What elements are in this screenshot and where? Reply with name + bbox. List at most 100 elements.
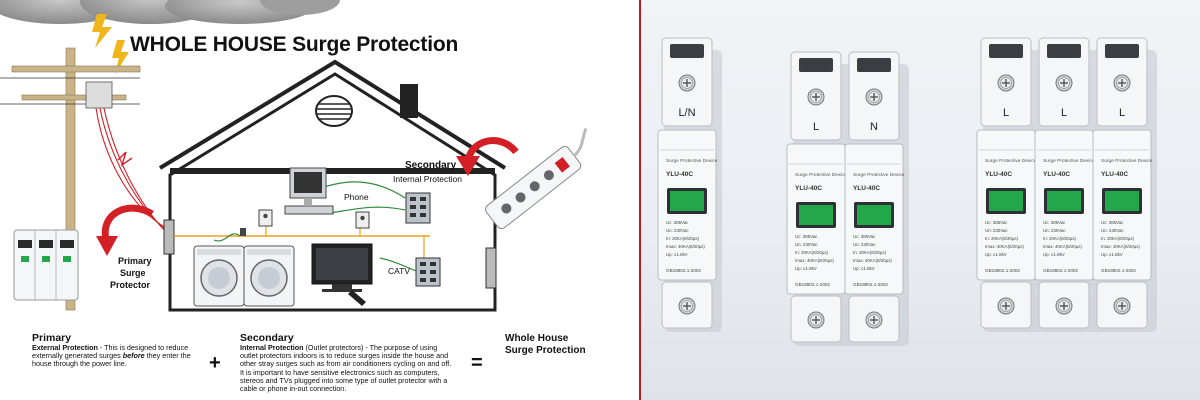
secondary-description: Secondary Internal Protection (Outlet pr… (240, 332, 456, 393)
terminal-label: N (870, 121, 878, 133)
secondary-lead: Internal Protection (240, 343, 304, 352)
spec-line: Imax: 40KA(8/20µs) (853, 258, 892, 263)
spec-line: In: 20KA(8/20µs) (666, 236, 700, 241)
diagram-title: WHOLE HOUSE Surge Protection (130, 33, 459, 56)
catv-label: CATV (388, 266, 411, 276)
screw-icon (678, 74, 696, 92)
whole-house-line1: Whole House (505, 333, 569, 344)
device-model: YLU-40C (853, 185, 880, 192)
surge-diagram-panel: WHOLE HOUSE Surge Protection Secondary I… (0, 0, 588, 393)
spec-line: Up: ≤1.8kV (666, 252, 688, 257)
spec-line: Uc: 385Vac (1101, 220, 1124, 225)
secondary-heading: Secondary (240, 332, 294, 344)
device-model: YLU-40C (795, 185, 822, 192)
spec-line: Up: ≤1.8kV (795, 266, 817, 271)
spec-line: Uc: 385Vac (853, 234, 876, 239)
spec-line: Up: ≤1.8kV (853, 266, 875, 271)
primary-text-1: - This is designed to reduce externally … (32, 343, 189, 361)
terminal-label: L (1119, 107, 1125, 119)
spec-line: Uc: 385Vac (666, 220, 689, 225)
device-model: YLU-40C (666, 171, 693, 178)
spec-line: Un: 230Vac (853, 242, 876, 247)
primary-label: Primary (118, 256, 152, 266)
standard-label: GB18802.1-2002 (666, 268, 701, 273)
status-window (1105, 191, 1139, 211)
terminal-label: L (1061, 107, 1067, 119)
whole-house-line2: Surge Protection (505, 345, 586, 356)
terminal-label: L (1003, 107, 1009, 119)
spec-line: Un: 230Vac (1043, 228, 1066, 233)
house-diagram (0, 0, 588, 312)
spec-line: Uc: 385Vac (795, 234, 818, 239)
terminal-label: L/N (678, 107, 695, 119)
device-model: YLU-40C (1043, 171, 1070, 178)
screw-icon (1113, 74, 1131, 92)
primary-surge-device-icon (13, 229, 79, 301)
whole-house-result: Whole House Surge Protection (505, 333, 586, 357)
status-window (857, 205, 891, 225)
equals-sign: = (471, 352, 483, 374)
secondary-label: Secondary (405, 160, 457, 171)
standard-label: GB18802.1-2002 (795, 282, 830, 287)
screw-icon (1055, 297, 1073, 315)
primary-arrow-icon (96, 204, 154, 256)
status-window (799, 205, 833, 225)
internal-protection-label: Internal Protection (393, 174, 462, 184)
screw-icon (997, 74, 1015, 92)
spec-line: Imax: 40KA(8/20µs) (795, 258, 834, 263)
screw-icon (678, 297, 696, 315)
screw-icon (865, 88, 883, 106)
device-model: YLU-40C (985, 171, 1012, 178)
spec-line: In: 20KA(8/20µs) (795, 250, 829, 255)
tv-icon (311, 243, 373, 306)
screw-icon (1113, 297, 1131, 315)
screw-icon (1055, 74, 1073, 92)
device-type: Surge Protective Device (1101, 158, 1153, 164)
screw-icon (807, 88, 825, 106)
spec-line: Un: 230Vac (985, 228, 1008, 233)
primary-heading: Primary (32, 332, 72, 344)
spec-line: Un: 230Vac (1101, 228, 1124, 233)
primary-text-2: they enter the house through the power l… (32, 351, 191, 369)
device-type: Surge Protective Device (853, 172, 905, 178)
spec-line: Imax: 40KA(8/20µs) (1043, 244, 1082, 249)
status-window (1047, 191, 1081, 211)
computer-icon (284, 167, 334, 215)
spec-line: In: 20KA(8/20µs) (1101, 236, 1135, 241)
spec-line: In: 20KA(8/20µs) (853, 250, 887, 255)
spec-line: In: 20KA(8/20µs) (1043, 236, 1077, 241)
primary-emphasis: before (122, 351, 145, 361)
terminal-label: L (813, 121, 819, 133)
screw-icon (807, 311, 825, 329)
spec-line: Up: ≤1.8kV (1101, 252, 1123, 257)
panel-divider (639, 0, 641, 400)
device-type: Surge Protective Device (1043, 158, 1095, 164)
power-line-wires (95, 107, 171, 237)
status-window (989, 191, 1023, 211)
lightning-icon (92, 14, 129, 74)
wall-outlet-icon (240, 209, 370, 236)
outlet-protector-icon (405, 192, 441, 287)
screw-icon (865, 311, 883, 329)
primary-lead: External Protection (32, 343, 98, 352)
device-model: YLU-40C (1101, 171, 1128, 178)
plus-sign: + (209, 352, 221, 374)
standard-label: GB18802.1-2002 (1101, 268, 1136, 273)
utility-pole-icon (0, 47, 141, 311)
primary-description: Primary External Protection - This is de… (32, 332, 204, 369)
device-type: Surge Protective Device (795, 172, 847, 178)
standard-label: GB18802.1-2002 (1043, 268, 1078, 273)
spec-line: Uc: 385Vac (1043, 220, 1066, 225)
standard-label: GB18802.1-2002 (853, 282, 888, 287)
secondary-text: (Outlet protectors) - The purpose of usi… (240, 343, 452, 394)
spec-line: Imax: 40KA(8/20µs) (666, 244, 705, 249)
storm-cloud-icon (0, 0, 340, 24)
